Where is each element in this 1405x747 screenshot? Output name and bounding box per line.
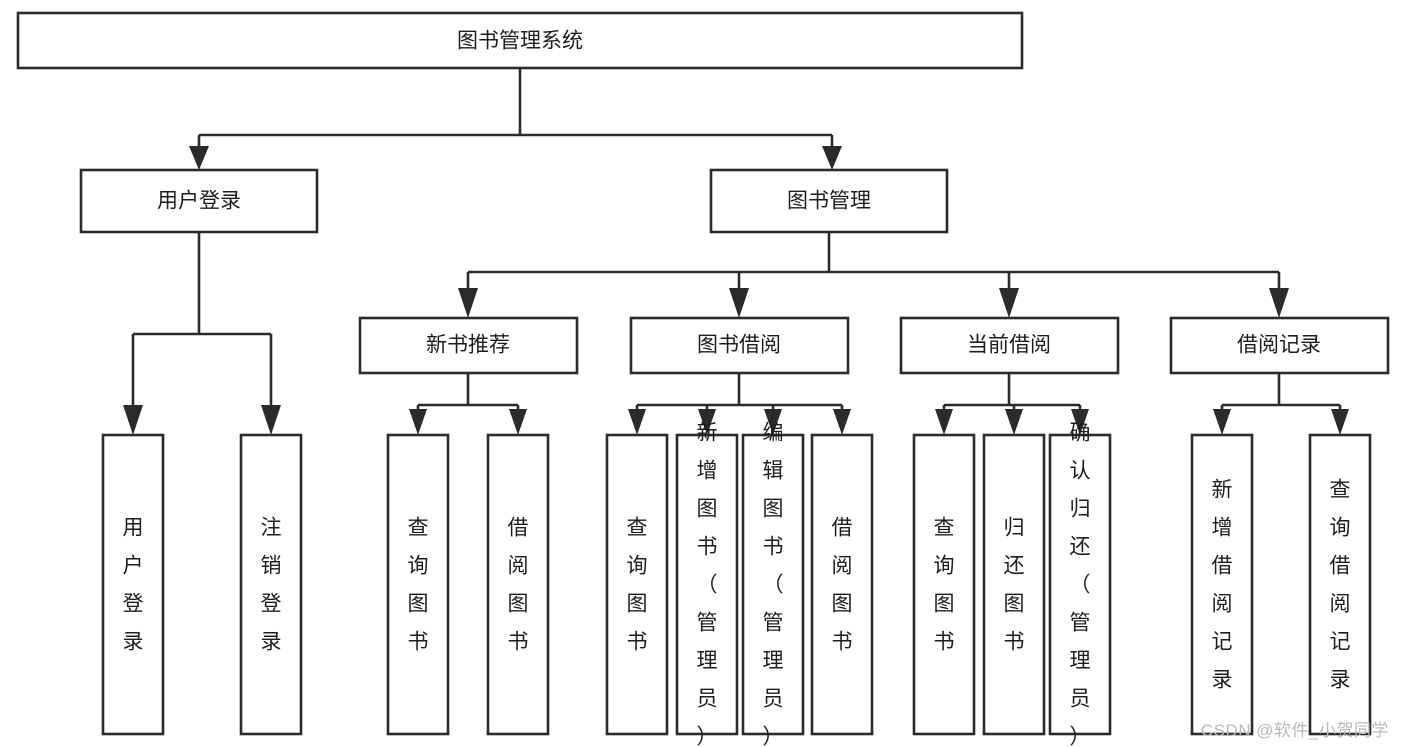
node-leaf-borrow-book-2[interactable]: 借阅图书 — [810, 433, 874, 736]
arrowhead-leaf-return-book — [1005, 409, 1023, 435]
arrowhead-leaf-edit-book — [764, 409, 782, 435]
node-leaf-user-login[interactable]: 用户登录 — [101, 433, 165, 736]
node-borrow-record-label: 借阅记录 — [1237, 334, 1321, 357]
node-leaf-add-record-label: 新增借阅记录 — [1212, 479, 1233, 692]
node-leaf-add-book-box[interactable] — [675, 433, 739, 736]
node-leaf-query-record[interactable]: 查询借阅记录 — [1308, 433, 1372, 736]
node-leaf-borrow-book-1-box[interactable] — [486, 433, 550, 736]
node-leaf-borrow-book-1-label: 借阅图书 — [508, 517, 529, 654]
node-leaf-return-book-box[interactable] — [982, 433, 1046, 736]
node-leaf-query-book-3-box[interactable] — [912, 433, 976, 736]
node-leaf-query-record-box[interactable] — [1308, 433, 1372, 736]
node-leaf-edit-book-label: 编辑图书（管理员） — [763, 422, 784, 747]
arrowhead-leaf-confirm-return — [1071, 409, 1089, 435]
node-book-manage[interactable]: 图书管理 — [709, 168, 949, 234]
node-leaf-query-book-3[interactable]: 查询图书 — [912, 433, 976, 736]
node-leaf-confirm-return[interactable]: 确认归还（管理员） — [1048, 422, 1112, 747]
node-leaf-query-book-1-label: 查询图书 — [408, 517, 429, 654]
node-user-login[interactable]: 用户登录 — [79, 168, 319, 234]
arrowhead-leaf-user-login — [123, 405, 143, 435]
arrowhead-user-login — [189, 146, 209, 170]
arrowhead-leaf-add-record — [1213, 409, 1231, 435]
node-leaf-logout-login[interactable]: 注销登录 — [239, 433, 303, 736]
node-book-manage-label: 图书管理 — [787, 190, 871, 213]
node-leaf-query-book-1[interactable]: 查询图书 — [386, 433, 450, 736]
arrowhead-new-book-recommend — [458, 288, 478, 318]
node-leaf-add-record[interactable]: 新增借阅记录 — [1190, 433, 1254, 736]
node-leaf-add-book-label: 新增图书（管理员） — [697, 422, 718, 747]
node-leaf-confirm-return-box[interactable] — [1048, 433, 1112, 736]
arrowhead-leaf-borrow-book-1 — [509, 409, 527, 435]
node-leaf-query-record-label: 查询借阅记录 — [1330, 479, 1351, 692]
node-current-borrow[interactable]: 当前借阅 — [899, 316, 1120, 375]
node-user-login-box[interactable] — [79, 168, 319, 234]
node-leaf-query-book-3-label: 查询图书 — [934, 517, 955, 654]
node-book-manage-box[interactable] — [709, 168, 949, 234]
node-new-book-recommend-label: 新书推荐 — [426, 334, 510, 357]
node-new-book-recommend[interactable]: 新书推荐 — [358, 316, 579, 375]
node-leaf-return-book[interactable]: 归还图书 — [982, 433, 1046, 736]
node-borrow-record[interactable]: 借阅记录 — [1169, 316, 1390, 375]
node-leaf-query-book-1-box[interactable] — [386, 433, 450, 736]
node-book-borrow-box[interactable] — [629, 316, 850, 375]
node-leaf-edit-book[interactable]: 编辑图书（管理员） — [741, 422, 805, 747]
arrowhead-leaf-logout-login — [261, 405, 281, 435]
node-root-label: 图书管理系统 — [457, 30, 583, 53]
node-leaf-edit-book-box[interactable] — [741, 433, 805, 736]
arrowhead-leaf-borrow-book-2 — [833, 409, 851, 435]
node-current-borrow-box[interactable] — [899, 316, 1120, 375]
node-root-box[interactable] — [16, 11, 1024, 70]
arrowhead-leaf-add-book — [698, 409, 716, 435]
node-leaf-confirm-return-label: 确认归还（管理员） — [1070, 422, 1091, 747]
node-leaf-user-login-box[interactable] — [101, 433, 165, 736]
node-borrow-record-box[interactable] — [1169, 316, 1390, 375]
csdn-watermark: CSDN @软件_小贺同学 — [1200, 721, 1389, 740]
node-leaf-query-book-2-box[interactable] — [605, 433, 669, 736]
node-leaf-query-book-2-label: 查询图书 — [627, 517, 648, 654]
node-book-borrow-label: 图书借阅 — [697, 334, 781, 357]
node-leaf-borrow-book-2-label: 借阅图书 — [832, 517, 853, 654]
node-leaf-query-book-2[interactable]: 查询图书 — [605, 433, 669, 736]
node-book-borrow[interactable]: 图书借阅 — [629, 316, 850, 375]
node-leaf-add-record-box[interactable] — [1190, 433, 1254, 736]
arrowhead-book-borrow — [729, 288, 749, 318]
node-user-login-label: 用户登录 — [157, 190, 241, 213]
arrowhead-leaf-query-book-1 — [409, 409, 427, 435]
arrowhead-leaf-query-book-3 — [935, 409, 953, 435]
node-leaf-return-book-label: 归还图书 — [1004, 517, 1025, 654]
node-leaf-borrow-book-1[interactable]: 借阅图书 — [486, 433, 550, 736]
node-root[interactable]: 图书管理系统 — [16, 11, 1024, 70]
arrowhead-current-borrow — [999, 288, 1019, 318]
arrowhead-book-manage — [822, 146, 842, 170]
arrowhead-borrow-record — [1269, 288, 1289, 318]
arrowhead-leaf-query-book-2 — [628, 409, 646, 435]
node-leaf-logout-login-label: 注销登录 — [261, 517, 282, 654]
arrowhead-leaf-query-record — [1331, 409, 1349, 435]
node-current-borrow-label: 当前借阅 — [967, 334, 1051, 357]
node-leaf-user-login-label: 用户登录 — [123, 517, 144, 654]
connectors-group — [123, 68, 1349, 435]
node-leaf-add-book[interactable]: 新增图书（管理员） — [675, 422, 739, 747]
node-new-book-recommend-box[interactable] — [358, 316, 579, 375]
node-leaf-borrow-book-2-box[interactable] — [810, 433, 874, 736]
node-leaf-logout-login-box[interactable] — [239, 433, 303, 736]
